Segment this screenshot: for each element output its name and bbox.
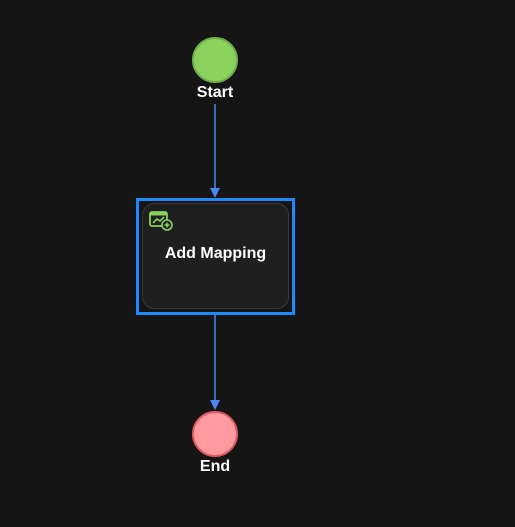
start-node[interactable] [192, 37, 238, 83]
task-node-selection [136, 198, 295, 315]
add-mapping-icon [149, 211, 173, 231]
end-node[interactable] [192, 411, 238, 457]
add-mapping-node-label: Add Mapping [164, 245, 267, 262]
end-node-label: End [199, 458, 231, 475]
start-node-label: Start [196, 84, 234, 101]
add-mapping-node[interactable]: Add Mapping [142, 203, 289, 309]
